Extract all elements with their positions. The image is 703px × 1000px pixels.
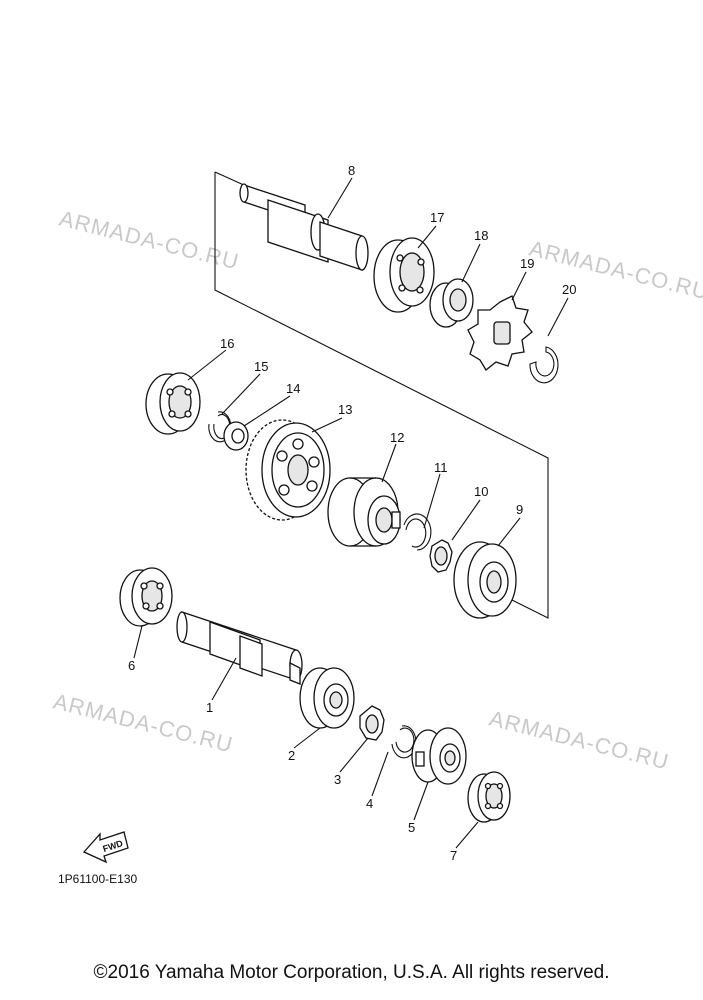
gear-part-13 bbox=[245, 419, 331, 521]
callout-17: 17 bbox=[430, 210, 444, 225]
watermark-text: ARMADA-CO.RU bbox=[51, 689, 236, 758]
callout-7: 7 bbox=[450, 848, 457, 863]
callout-4: 4 bbox=[366, 796, 373, 811]
main-axle-part-1 bbox=[176, 611, 303, 685]
drive-axle-part-8 bbox=[239, 183, 369, 271]
washer-part-3 bbox=[359, 705, 385, 741]
callout-20: 20 bbox=[562, 282, 576, 297]
washer-part-10 bbox=[429, 539, 453, 573]
callout-13: 13 bbox=[338, 402, 352, 417]
callout-12: 12 bbox=[390, 430, 404, 445]
sprocket-part-19 bbox=[467, 295, 533, 371]
callout-2: 2 bbox=[288, 748, 295, 763]
callout-11: 11 bbox=[434, 460, 448, 475]
watermark-text: ARMADA-CO.RU bbox=[487, 706, 672, 775]
bearing-part-6 bbox=[119, 567, 173, 627]
callout-8: 8 bbox=[348, 163, 355, 178]
callout-16: 16 bbox=[220, 336, 234, 351]
gear-part-12 bbox=[327, 477, 401, 547]
watermark-text: ARMADA-CO.RU bbox=[57, 206, 242, 275]
callout-3: 3 bbox=[334, 772, 341, 787]
callout-5: 5 bbox=[408, 820, 415, 835]
callout-18: 18 bbox=[474, 228, 488, 243]
callout-9: 9 bbox=[516, 502, 523, 517]
fwd-arrow-icon: FWD bbox=[82, 831, 129, 864]
gear-part-9 bbox=[453, 541, 517, 619]
leader-lines bbox=[133, 177, 569, 849]
callout-6: 6 bbox=[128, 658, 135, 673]
bearing-part-7 bbox=[467, 771, 511, 823]
callout-numbers: 8 17 18 19 20 16 15 14 13 12 11 10 9 6 1… bbox=[128, 163, 576, 863]
callout-10: 10 bbox=[474, 484, 488, 499]
bearing-part-16 bbox=[145, 372, 201, 435]
collar-part-18 bbox=[429, 278, 474, 328]
washer-part-14 bbox=[223, 421, 249, 451]
callout-14: 14 bbox=[286, 381, 300, 396]
gear-part-5 bbox=[411, 727, 467, 785]
diagram-code: 1P61100-E130 bbox=[58, 872, 138, 886]
watermark-text: ARMADA-CO.RU bbox=[527, 236, 703, 305]
callout-1: 1 bbox=[206, 700, 213, 715]
circlip-part-20 bbox=[529, 346, 559, 384]
gear-part-2 bbox=[299, 667, 355, 729]
copyright-notice: ©2016 Yamaha Motor Corporation, U.S.A. A… bbox=[93, 962, 610, 983]
callout-15: 15 bbox=[254, 359, 268, 374]
callout-19: 19 bbox=[520, 256, 534, 271]
assembly-bracket bbox=[214, 171, 549, 619]
bearing-part-17 bbox=[373, 237, 435, 313]
